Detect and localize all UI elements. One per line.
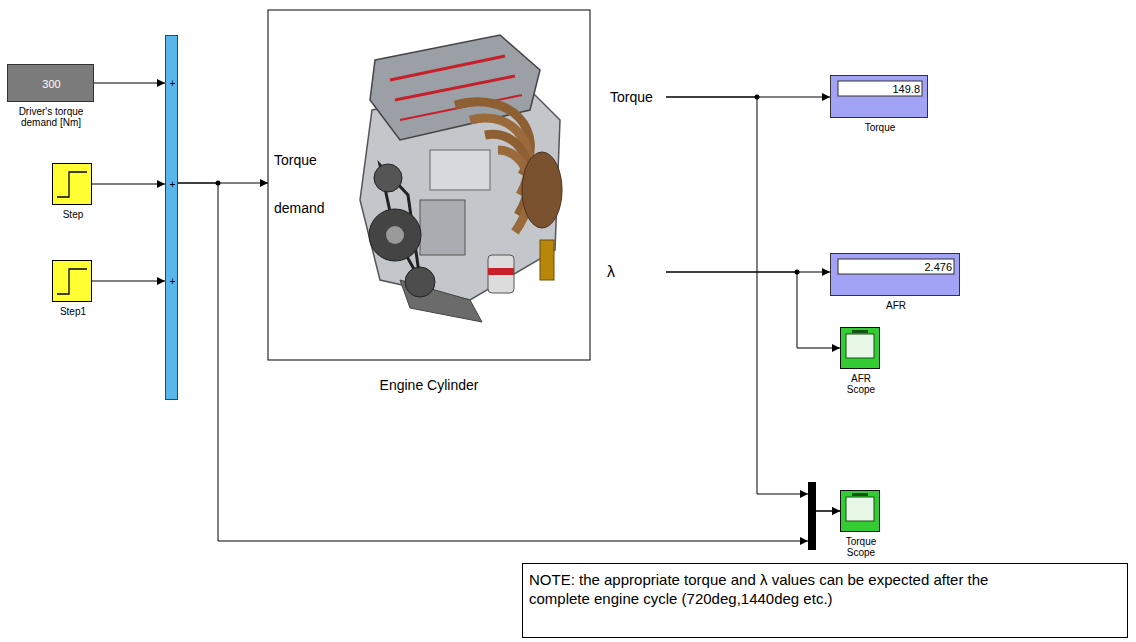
port-sign: + — [170, 179, 176, 190]
engine-accent — [395, 76, 515, 100]
branch-dot — [755, 95, 760, 100]
text-slot: Driver's torque demand [Nm] — [11, 106, 91, 128]
display-block: 149.8Torque — [830, 75, 928, 118]
pulley — [405, 267, 435, 297]
pulley — [369, 209, 421, 261]
engine-detail — [430, 150, 490, 190]
intake-runner — [470, 118, 529, 195]
text-slot: Step — [38, 209, 108, 220]
text-slot: Torque — [821, 122, 939, 133]
signal-line — [92, 184, 165, 185]
text-slot: + — [166, 276, 179, 288]
block-label: Torque Scope — [846, 536, 877, 558]
branch-dot — [216, 181, 221, 186]
block-label: Driver's torque demand [Nm] — [19, 106, 84, 128]
signal-line — [92, 281, 165, 282]
branch-dot — [795, 270, 800, 275]
display-value: 2.476 — [924, 261, 952, 273]
pulley — [374, 164, 402, 192]
text-slot: Torque demand — [274, 136, 336, 232]
engine-block — [360, 80, 560, 300]
text-slot: AFR — [831, 300, 961, 311]
intake-runner — [455, 102, 530, 175]
text-slot: AFR Scope — [841, 373, 881, 395]
scope-detail — [852, 493, 868, 496]
scope-screen — [846, 334, 874, 358]
text-slot: + — [166, 78, 179, 90]
block-label: Torque — [865, 122, 896, 133]
port-label: λ — [607, 263, 615, 280]
constant-block: 300Driver's torque demand [Nm] — [7, 64, 94, 102]
intake-runner — [498, 150, 530, 232]
text-slot: λ — [607, 262, 615, 282]
scope-screen — [846, 497, 874, 521]
signal-line — [666, 97, 840, 511]
text-slot: Engine Cylinder — [379, 376, 479, 395]
subsystem-outline — [268, 10, 590, 360]
port-label: Torque — [610, 89, 653, 105]
pulley-hub — [386, 226, 404, 244]
mux-input-arrow — [800, 490, 808, 498]
step-symbol — [57, 172, 87, 197]
oil-filter-band — [488, 268, 514, 275]
engine-accent — [400, 95, 522, 120]
signal-line — [178, 183, 840, 541]
step-symbol — [57, 269, 87, 294]
scope-block: AFR Scope — [840, 327, 880, 369]
mux-bar — [808, 482, 816, 550]
display-field — [838, 81, 922, 96]
display-block: 2.476AFR — [830, 253, 960, 296]
block-label: Step — [63, 209, 84, 220]
port-sign: + — [170, 276, 176, 287]
drive-belt — [380, 165, 420, 280]
intake-plenum — [522, 152, 562, 228]
text-slot: 149.8 — [839, 82, 923, 97]
note-text: NOTE: the appropriate torque and λ value… — [529, 571, 988, 607]
text-slot: Torque Scope — [841, 536, 881, 558]
engine-illustration — [360, 35, 562, 322]
scope-block: Torque Scope — [840, 490, 880, 532]
block-label: Engine Cylinder — [380, 377, 479, 393]
cam-cover — [370, 35, 540, 140]
block-label: AFR Scope — [847, 373, 875, 395]
sum-block: + + + — [165, 35, 178, 400]
engine-detail — [540, 240, 554, 280]
engine-detail — [420, 200, 465, 255]
intake-runner — [485, 134, 529, 215]
port-sign: + — [170, 78, 176, 89]
signal-line — [94, 83, 165, 84]
block-label: AFR — [886, 300, 906, 311]
engine-accent — [390, 56, 505, 80]
subsystem-block: Torque demandTorqueλEngine Cylinder — [268, 10, 666, 360]
step-block: Step — [52, 163, 92, 205]
text-slot: NOTE: the appropriate torque and λ value… — [529, 570, 1009, 608]
step-block: Step1 — [52, 260, 92, 302]
note-box: NOTE: the appropriate torque and λ value… — [522, 563, 1128, 638]
block-label: Step1 — [60, 306, 86, 317]
port-label: Torque demand — [274, 152, 325, 216]
oil-pan — [400, 280, 482, 322]
text-slot: Step1 — [38, 306, 108, 317]
signal-line — [666, 272, 840, 348]
constant-value: 300 — [42, 78, 60, 90]
oil-filter — [488, 255, 514, 293]
display-value: 149.8 — [892, 83, 920, 95]
scope-detail — [852, 330, 868, 333]
text-slot: Torque — [610, 88, 653, 106]
mux-input-arrow — [800, 537, 808, 545]
display-field — [838, 259, 954, 274]
text-slot: + — [166, 179, 179, 191]
text-slot: 300 — [8, 65, 95, 103]
text-slot: 2.476 — [839, 260, 955, 275]
